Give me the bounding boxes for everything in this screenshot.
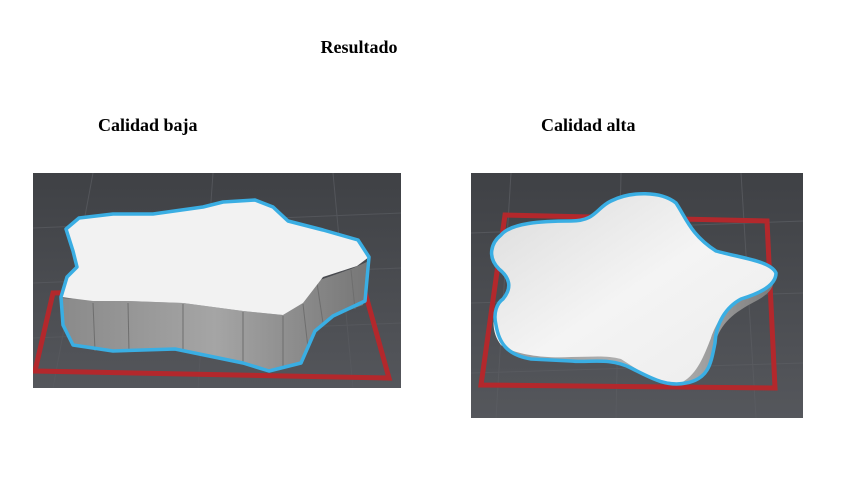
caption-low-quality: Calidad baja [98,115,198,135]
shape-outline [59,198,371,373]
high-quality-render [471,173,803,418]
shape-side [61,261,369,371]
low-quality-render [33,173,401,388]
shape-top [61,200,369,315]
side-facets [92,269,356,369]
page-title: Resultado [320,37,398,57]
shape-outline [489,192,778,386]
caption-high-quality: Calidad alta [541,115,636,135]
shape-top [491,193,776,385]
